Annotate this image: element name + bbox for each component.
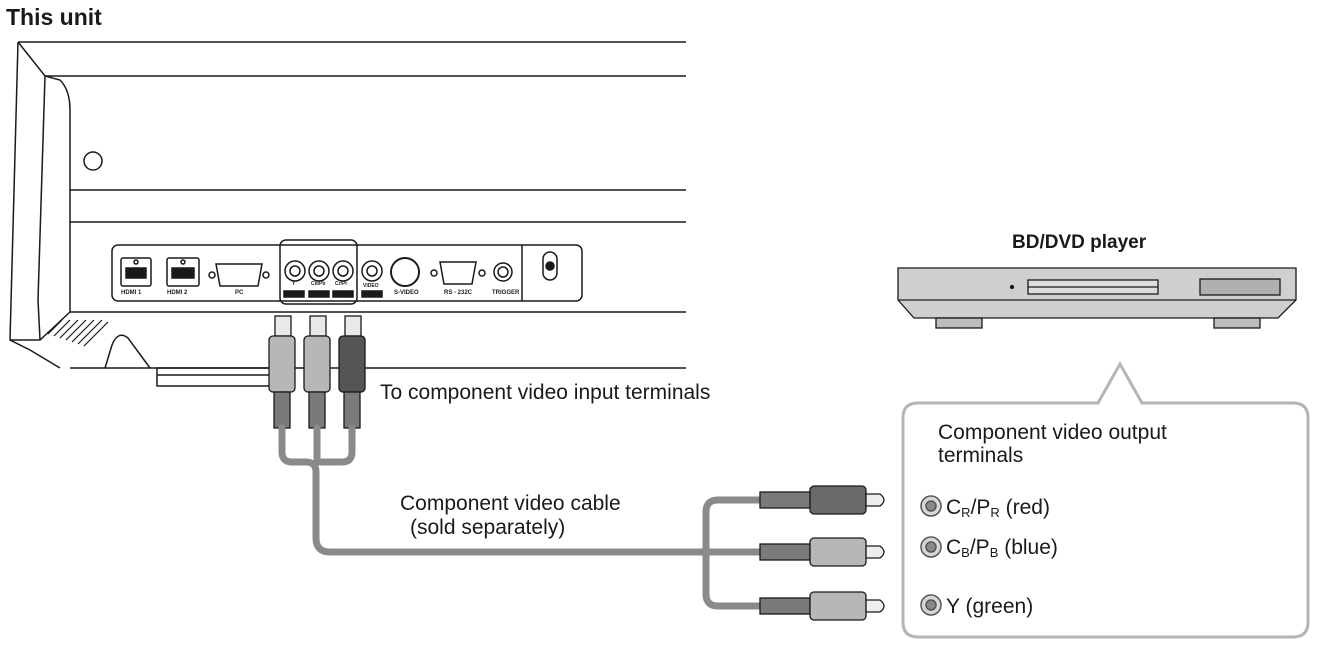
- output-label-line1: Component video output: [938, 421, 1167, 444]
- port-label-cr: Cr/Pr: [335, 281, 348, 287]
- cable-label: Component video cable (sold separately): [400, 492, 621, 540]
- terminal-green-label: Y (green): [946, 595, 1034, 618]
- output-terminals-callout: [901, 360, 1310, 639]
- svideo-port: [390, 257, 420, 287]
- unit-side-plugs: [268, 315, 366, 429]
- output-terminals-label: Component video output terminals: [938, 421, 1167, 467]
- port-label-pc: PC: [235, 290, 244, 296]
- hdmi2-port: [166, 257, 200, 287]
- power-lock: [542, 251, 558, 281]
- unit-title: This unit: [6, 4, 102, 30]
- bd-dvd-player: [897, 267, 1297, 329]
- cr-jack: [332, 260, 354, 282]
- rs232c-port: [439, 261, 477, 285]
- port-label-rs232c: RS - 232C: [444, 290, 473, 296]
- video-jack: [361, 260, 383, 282]
- output-jacks: [920, 495, 942, 616]
- component-cable: [278, 424, 764, 610]
- cable-label-line2: (sold separately): [410, 516, 566, 539]
- port-label-cb: Cb/Pb: [311, 281, 326, 287]
- terminal-blue-label: CB/PB (blue): [946, 536, 1058, 560]
- port-label-svideo: S-VIDEO: [394, 290, 419, 296]
- port-label-trigger: TRIGGER: [492, 290, 520, 296]
- hdmi1-port: [120, 257, 152, 287]
- port-label-hdmi2: HDMI 2: [167, 290, 188, 296]
- input-terminals-label: To component video input terminals: [380, 381, 711, 404]
- port-label-hdmi1: HDMI 1: [121, 290, 142, 296]
- y-jack: [284, 260, 306, 282]
- pc-port: [215, 263, 263, 287]
- terminal-red-label: CR/PR (red): [946, 496, 1050, 520]
- port-label-video: VIDEO: [363, 283, 379, 289]
- trigger-jack: [493, 262, 513, 282]
- port-label-y: Y: [292, 281, 296, 287]
- cable-label-line1: Component video cable: [400, 492, 621, 515]
- cb-jack: [308, 260, 330, 282]
- component-input-box: [279, 239, 358, 305]
- output-label-line2: terminals: [938, 444, 1024, 467]
- screw-hole-icon: [83, 151, 103, 171]
- player-title: BD/DVD player: [1012, 232, 1147, 253]
- player-side-plugs: [759, 485, 885, 621]
- projector-unit: [9, 41, 686, 387]
